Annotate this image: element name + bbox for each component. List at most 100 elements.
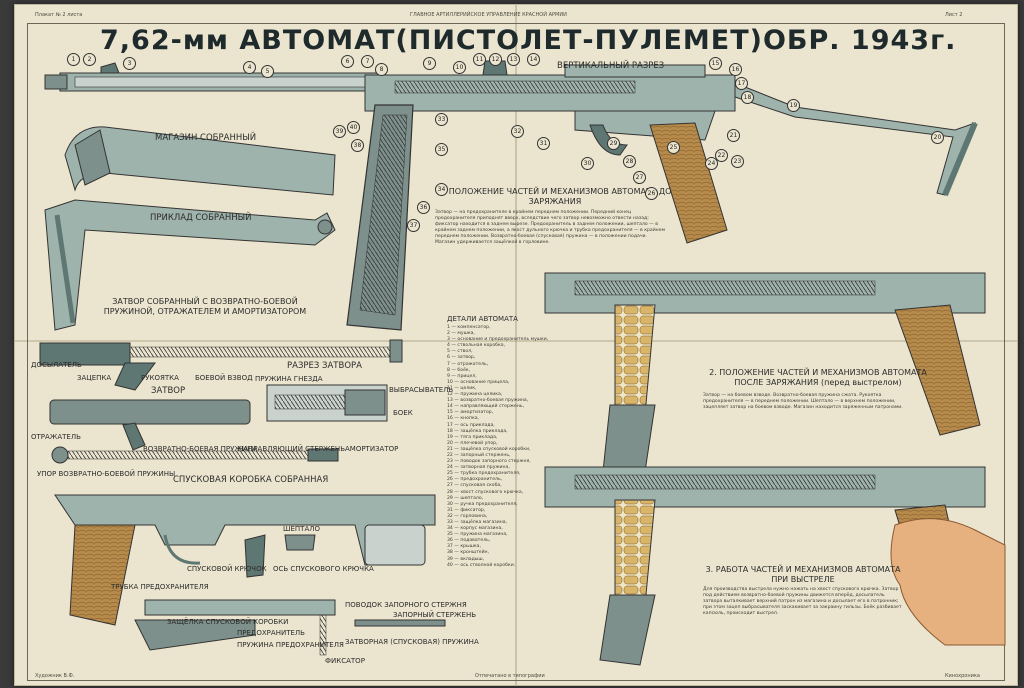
- parts-list-item: 36 — подаватель,: [447, 538, 491, 544]
- parts-list-item: 40 — ось стволной коробки.: [447, 562, 516, 568]
- callout-number: 3: [123, 57, 136, 70]
- callout-number: 29: [607, 137, 620, 150]
- footer-center: Отпечатано в типографии: [475, 673, 545, 679]
- parts-list-item: 9 — прицел,: [447, 373, 477, 379]
- parts-list-item: 28 — хвост спускового крючка,: [447, 489, 524, 495]
- callout-number: 36: [417, 201, 430, 214]
- parts-list-item: 25 — трубка предохранителя,: [447, 471, 521, 477]
- callout-number: 27: [633, 171, 646, 184]
- parts-list-item: 7 — отражатель,: [447, 361, 489, 367]
- callout-number: 17: [735, 77, 748, 90]
- callout-number: 26: [645, 187, 658, 200]
- label-bolt-assembly: ЗАТВОР СОБРАННЫЙ С ВОЗВРАТНО-БОЕВОЙ ПРУЖ…: [103, 297, 307, 316]
- sheet-number-right: Лист 2: [945, 12, 963, 18]
- label-predokhranitel: ПРЕДОХРАНИТЕЛЬ: [237, 629, 305, 637]
- trigger-box-drawing: [54, 494, 436, 626]
- pos2-text: Затвор — на боевом взводе. Возвратно-бое…: [703, 393, 903, 410]
- callout-number: 31: [537, 137, 550, 150]
- stock-drawing: [44, 199, 336, 331]
- label-vozvratno-boevaya: ВОЗВРАТНО-БОЕВАЯ ПРУЖИНА: [143, 445, 258, 453]
- parts-list-item: 4 — ствольная коробка,: [447, 343, 506, 349]
- parts-list-item: 13 — возвратно-боевая пружина,: [447, 398, 529, 404]
- label-boek: БОЕК: [393, 409, 413, 417]
- label-dosylatel: ДОСЫЛАТЕЛЬ: [31, 361, 82, 369]
- header-authority: ГЛАВНОЕ АРТИЛЛЕРИЙСКОЕ УПРАВЛЕНИЕ КРАСНО…: [410, 12, 567, 18]
- label-fiksator: ФИКСАТОР: [325, 657, 365, 665]
- fold-line-horizontal: [15, 340, 1017, 342]
- callout-number: 40: [347, 121, 360, 134]
- parts-list-item: 14 — направляющий стержень,: [447, 404, 525, 410]
- parts-list-item: 33 — защёлка магазина,: [447, 520, 507, 525]
- parts-list-item: 1 — компенсатор,: [447, 325, 491, 330]
- parts-list-item: 3 — основание и предохранитель мушки,: [447, 337, 549, 343]
- fold-line-vertical: [515, 5, 517, 685]
- pos3-title: 3. РАБОТА ЧАСТЕЙ И МЕХАНИЗМОВ АВТОМАТА П…: [705, 565, 901, 584]
- label-zatseika: ЗАЦЕПКА: [77, 374, 112, 382]
- bolt-drawing: [49, 399, 251, 451]
- label-amortizator: АМОРТИЗАТОР: [345, 445, 399, 453]
- callout-number: 14: [527, 53, 540, 66]
- callout-number: 25: [667, 141, 680, 154]
- bolt-section-drawing: [266, 384, 388, 422]
- parts-list-items: 1 — компенсатор,2 — мушка,3 — основание …: [447, 325, 549, 569]
- parts-list-item: 18 — защёлка приклада,: [447, 428, 508, 434]
- parts-list-item: 16 — кнопка,: [447, 416, 480, 422]
- callout-number: 4: [243, 61, 256, 74]
- parts-list-item: 17 — ось приклада,: [447, 422, 495, 428]
- parts-list-item: 12 — пружина целика,: [447, 392, 503, 398]
- parts-list-item: 5 — ствол,: [447, 349, 473, 355]
- footer-left: Художник В.Ф.: [35, 673, 75, 679]
- callout-number: 39: [333, 125, 346, 138]
- poster-title: 7,62-мм АВТОМАТ(ПИСТОЛЕТ-ПУЛЕМЕТ)ОБР. 19…: [100, 25, 957, 56]
- label-otrazhatel: ОТРАЖАТЕЛЬ: [31, 433, 81, 441]
- poster: Плакат № 2 листа ГЛАВНОЕ АРТИЛЛЕРИЙСКОЕ …: [14, 4, 1018, 686]
- parts-list-item: 27 — спусковая скоба,: [447, 483, 502, 489]
- callout-number: 28: [623, 155, 636, 168]
- callout-number: 13: [507, 53, 520, 66]
- label-napravlyayushchiy: НАПРАВЛЯЮЩИЙ СТЕРЖЕНЬ: [238, 445, 346, 453]
- callout-number: 22: [715, 149, 728, 162]
- label-spuskovoy-kryuchok: СПУСКОВОЙ КРЮЧОК: [187, 565, 267, 573]
- label-os-kryuchka: ОСЬ СПУСКОВОГО КРЮЧКА: [273, 565, 374, 573]
- callout-number: 12: [489, 53, 502, 66]
- label-upor: УПОР ВОЗВРАТНО-БОЕВОЙ ПРУЖИНЫ: [37, 470, 176, 478]
- label-shepthalo: ШЕПТАЛО: [283, 525, 321, 533]
- callout-number: 35: [435, 143, 448, 156]
- parts-list-item: 21 — защёлка спусковой коробки,: [447, 446, 531, 452]
- label-povodok: ПОВОДОК ЗАПОРНОГО СТЕРЖНЯ: [345, 601, 467, 609]
- callout-number: 33: [435, 113, 448, 126]
- recoil-spring-drawing: [51, 446, 339, 464]
- label-pruzhina-predokhr: ПРУЖИНА ПРЕДОХРАНИТЕЛЯ: [237, 641, 344, 649]
- callout-number: 11: [473, 53, 486, 66]
- parts-list-item: 26 — предохранитель,: [447, 477, 503, 483]
- parts-list-item: 37 — крышка,: [447, 544, 481, 550]
- callout-number: 21: [727, 129, 740, 142]
- callout-number: 18: [741, 91, 754, 104]
- parts-list-title: ДЕТАЛИ АВТОМАТА: [447, 315, 518, 323]
- parts-list-item: 10 — основание прицела,: [447, 379, 510, 385]
- bolt-assembly-drawing: [39, 339, 403, 391]
- label-zatvornaya-pruzhina: ЗАТВОРНАЯ (СПУСКОВАЯ) ПРУЖИНА: [345, 638, 479, 646]
- callout-number: 8: [375, 63, 388, 76]
- label-vybrasyvatel: ВЫБРАСЫВАТЕЛЬ: [389, 386, 454, 394]
- parts-list: ДЕТАЛИ АВТОМАТА 1 — компенсатор,2 — мушк…: [447, 315, 549, 569]
- parts-list-item: 34 — корпус магазина,: [447, 526, 503, 532]
- parts-list-item: 22 — запорный стержень,: [447, 452, 511, 458]
- label-trubka: ТРУБКА ПРЕДОХРАНИТЕЛЯ: [111, 583, 209, 591]
- parts-list-item: 19 — тяга приклада,: [447, 434, 498, 440]
- label-boevoy-vzvod: БОЕВОЙ ВЗВОД: [195, 374, 253, 382]
- parts-list-item: 11 — целик,: [447, 385, 477, 391]
- callout-number: 38: [351, 139, 364, 152]
- callout-number: 7: [361, 55, 374, 68]
- label-bolt-section: РАЗРЕЗ ЗАТВОРА: [287, 361, 362, 371]
- callout-number: 5: [261, 65, 274, 78]
- callout-number: 15: [709, 57, 722, 70]
- callout-number: 34: [435, 183, 448, 196]
- label-rukoyatka: РУКОЯТКА: [141, 374, 179, 382]
- label-trigger-box: СПУСКОВАЯ КОРОБКА СОБРАННАЯ: [173, 475, 329, 485]
- parts-list-item: 2 — мушка,: [447, 331, 475, 337]
- callout-number: 23: [731, 155, 744, 168]
- callout-number: 6: [341, 55, 354, 68]
- parts-list-item: 15 — амортизатор,: [447, 410, 494, 416]
- label-bolt: ЗАТВОР: [151, 386, 186, 396]
